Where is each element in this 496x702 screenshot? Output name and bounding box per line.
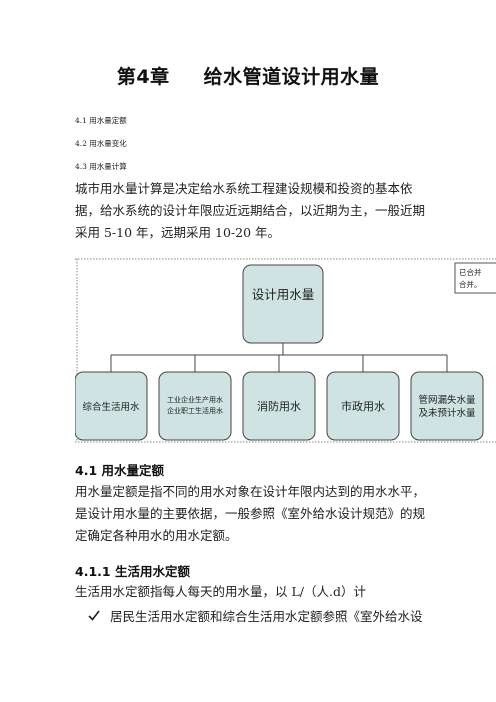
- child-box-leakage: [410, 371, 484, 441]
- chapter-number: 第4章: [116, 66, 170, 88]
- side-note-line-2: 合并。: [459, 279, 482, 289]
- section-heading-4-1-1: 4.1.1 生活用水定额: [75, 564, 190, 579]
- intro-line: 城市用水量计算是决定给水系统工程建设规模和投资的基本依: [75, 181, 413, 196]
- root-box: [242, 264, 324, 344]
- child-label-industrial-1: 工业企业生产用水: [167, 395, 223, 404]
- intro-paragraph: 城市用水量计算是决定给水系统工程建设规模和投资的基本依 据，给水系统的设计年限应…: [75, 178, 435, 244]
- child-box-domestic: [75, 371, 148, 441]
- child-label-fire: 消防用水: [257, 399, 301, 413]
- child-label-municipal: 市政用水: [341, 399, 385, 413]
- child-box-industrial: [158, 371, 232, 441]
- section-4-1-line: 用水量定额是指不同的用水对象在设计年限内达到的用水水平，: [75, 484, 426, 499]
- chapter-title: 第4章 给水管道设计用水量: [0, 62, 496, 89]
- bullet-item: 居民生活用水定额和综合生活用水定额参照《室外给水设: [88, 606, 468, 628]
- child-box-municipal: [326, 371, 400, 441]
- root-label: 设计用水量: [252, 287, 315, 302]
- section-4-1-line: 定确定各种用水的用水定额。: [75, 528, 238, 543]
- section-4-1-paragraph: 用水量定额是指不同的用水对象在设计年限内达到的用水水平， 是设计用水量的主要依据…: [75, 481, 435, 547]
- toc-item-4-1[interactable]: 4.1 用水量定额: [75, 116, 127, 125]
- intro-line: 采用 5-10 年，远期采用 10-20 年。: [75, 225, 281, 240]
- chapter-name: 给水管道设计用水量: [203, 66, 380, 88]
- toc-item-4-3[interactable]: 4.3 用水量计算: [75, 162, 127, 171]
- side-note-box: [454, 262, 496, 294]
- child-box-fire: [242, 371, 316, 441]
- child-label-leakage-2: 及未预计水量: [418, 407, 476, 419]
- child-label-leakage-1: 管网漏失水量: [418, 394, 476, 406]
- side-note-line-1: 已合并: [459, 267, 482, 277]
- toc-item-4-2[interactable]: 4.2 用水量变化: [75, 139, 127, 148]
- section-4-1-1-line: 生活用水定额指每人每天的用水量，以 L/（人.d）计: [75, 584, 366, 599]
- water-demand-diagram: 设计用水量 综合生活用水 工业企业生产用水 企业职工生活用水 消防用水 市政用水…: [75, 258, 496, 443]
- child-label-industrial-2: 企业职工生活用水: [167, 406, 223, 415]
- child-label-domestic: 综合生活用水: [82, 401, 140, 413]
- check-icon: [88, 606, 102, 628]
- section-heading-4-1: 4.1 用水量定额: [75, 463, 164, 478]
- section-4-1-line: 是设计用水量的主要依据，一般参照《室外给水设计规范》的规: [75, 506, 426, 521]
- intro-line: 据，给水系统的设计年限应近远期结合，以近期为主，一般近期: [75, 203, 426, 218]
- bullet-text: 居民生活用水定额和综合生活用水定额参照《室外给水设: [110, 609, 423, 624]
